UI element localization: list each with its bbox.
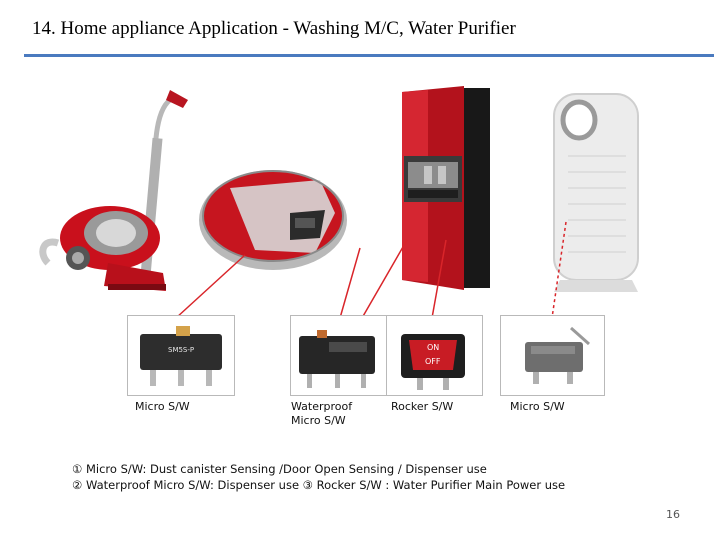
caption-rocker-switch: Rocker S/W	[391, 400, 454, 413]
caption-micro-switch-2: Micro S/W	[510, 400, 565, 413]
waterproof-micro-switch-icon	[299, 330, 375, 388]
page-number: 16	[666, 508, 680, 521]
water-dispenser-image	[402, 86, 490, 290]
micro-switch-2-box	[500, 315, 605, 396]
rocker-off-label: OFF	[425, 357, 441, 366]
rocker-on-label: ON	[427, 343, 439, 352]
switch-model-label: SM5S-P	[168, 346, 194, 354]
vacuum-cleaner-image	[39, 90, 188, 291]
title-underline	[24, 54, 714, 57]
caption-micro-switch: Micro S/W	[135, 400, 190, 413]
micro-switch-icon: SM5S-P	[140, 326, 222, 386]
caption-waterproof-micro-switch: Waterproof Micro S/W	[291, 400, 353, 427]
water-purifier-image	[553, 93, 639, 292]
note-line-2: ② Waterproof Micro S/W: Dispenser use ③ …	[72, 478, 566, 492]
robot-vacuum-image	[199, 170, 347, 270]
micro-switch-box: SM5S-P	[127, 315, 235, 396]
rocker-switch-box: ON OFF	[386, 315, 483, 396]
note-line-1: ① Micro S/W: Dust canister Sensing /Door…	[72, 462, 487, 476]
slide-title: 14. Home appliance Application - Washing…	[32, 18, 516, 39]
rocker-switch-icon: ON OFF	[401, 334, 465, 390]
micro-switch-2-icon	[525, 326, 590, 384]
waterproof-micro-switch-box	[290, 315, 387, 396]
